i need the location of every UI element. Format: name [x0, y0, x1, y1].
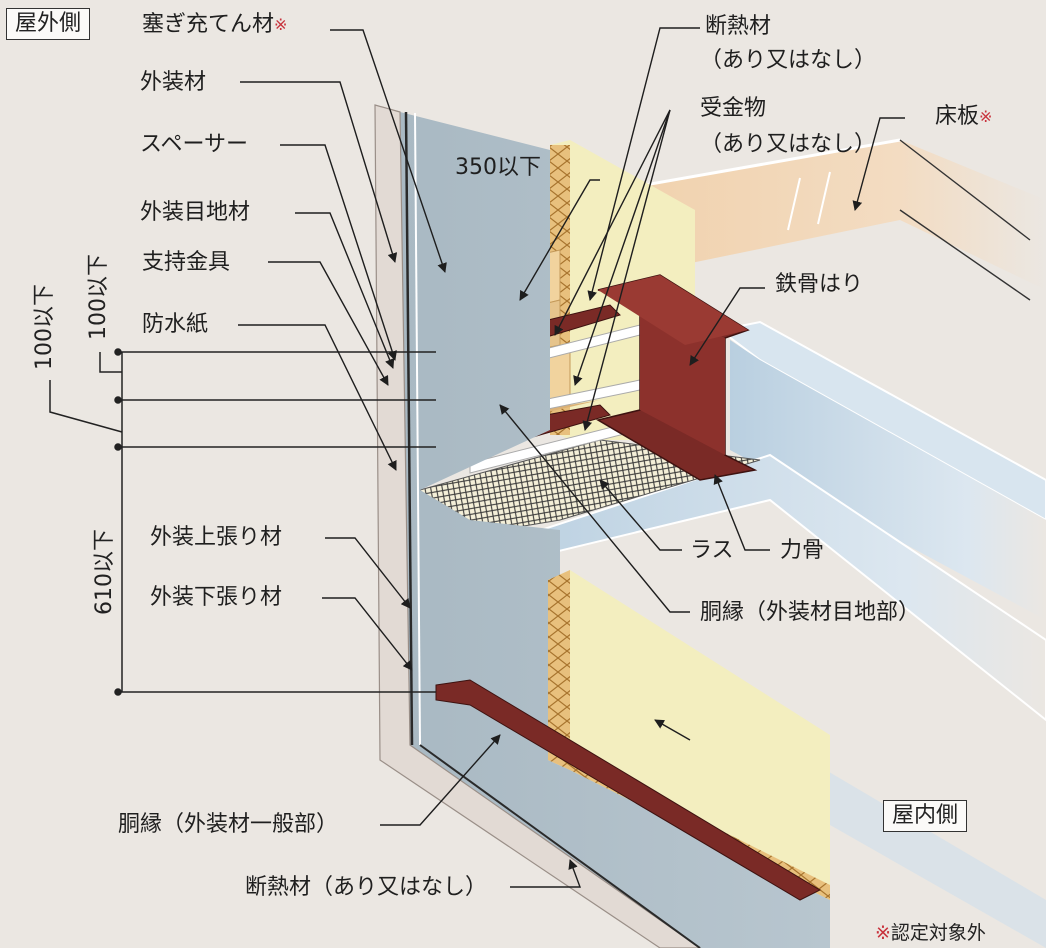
waterproof-paper-label: 防水紙: [142, 312, 209, 337]
dimension-100-a: 100以下: [32, 284, 57, 370]
footnote: ※認定対象外: [875, 922, 986, 944]
floor-slab-label: 床板※: [935, 104, 993, 129]
receiver-sub: （あり又はなし）: [700, 132, 877, 157]
furring-joint-label: 胴縁（外装材目地部）: [700, 600, 921, 625]
lath-label: ラス: [690, 538, 734, 563]
furring-general-label: 胴縁（外装材一般部）: [118, 812, 339, 837]
outdoor-side-label: 屋外側: [6, 8, 91, 40]
arrow-icon: [238, 27, 905, 888]
insulation-top-label: 断熱材: [705, 14, 772, 39]
insulation-top-sub: （あり又はなし）: [700, 48, 877, 73]
steel-beam-label: 鉄骨はり: [775, 272, 864, 297]
steel-channel-lower: [435, 679, 822, 901]
spacer-label: スペーサー: [140, 132, 249, 157]
dimension-350: 350以下: [455, 155, 541, 180]
joint-sealant-label: 外装目地材: [140, 200, 251, 225]
rebar-label: 力骨: [780, 538, 825, 563]
insulation-bottom-label: 断熱材（あり又はなし）: [245, 875, 488, 900]
dimension-100-b: 100以下: [86, 254, 111, 340]
dimension-610: 610以下: [92, 529, 117, 615]
dimension-lines: [49, 348, 436, 696]
wall-panel: [374, 104, 830, 948]
cladding-label: 外装材: [140, 70, 207, 95]
caulk-label: 塞ぎ充てん材※: [142, 12, 288, 37]
bracket-label: 支持金具: [142, 250, 231, 275]
lower-board-label: 外装下張り材: [150, 585, 283, 610]
upper-board-label: 外装上張り材: [150, 525, 283, 550]
mark-icon: ※: [274, 15, 288, 34]
indoor-side-label: 屋内側: [883, 800, 968, 832]
receiver-label: 受金物: [700, 96, 767, 121]
mark-icon: ※: [979, 107, 993, 126]
